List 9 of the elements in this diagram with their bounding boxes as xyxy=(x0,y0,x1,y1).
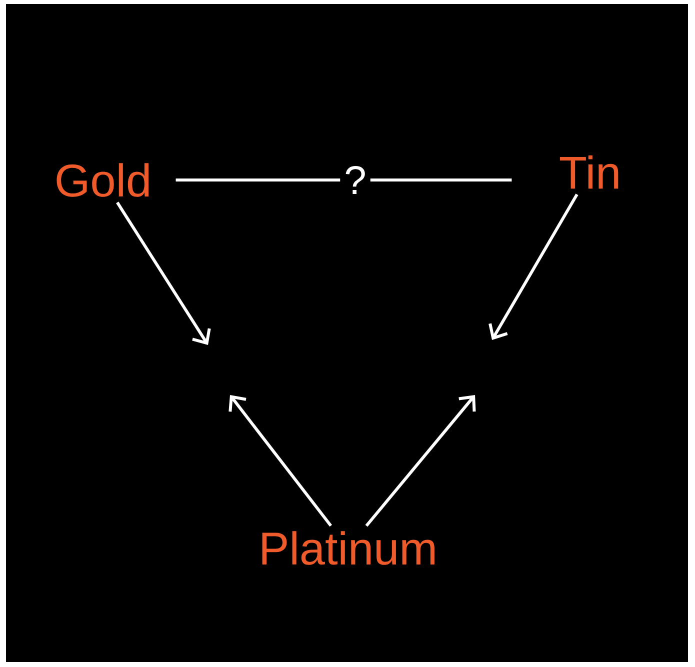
connector-line xyxy=(176,178,512,182)
element-label: Gold xyxy=(56,163,149,197)
arrow xyxy=(228,395,332,527)
edge-label: ? xyxy=(340,162,370,198)
arrow xyxy=(488,194,578,340)
arrow xyxy=(116,202,211,345)
arrow xyxy=(365,395,476,527)
element-label: Platinum xyxy=(262,531,434,565)
element-label: Tin xyxy=(560,155,618,189)
